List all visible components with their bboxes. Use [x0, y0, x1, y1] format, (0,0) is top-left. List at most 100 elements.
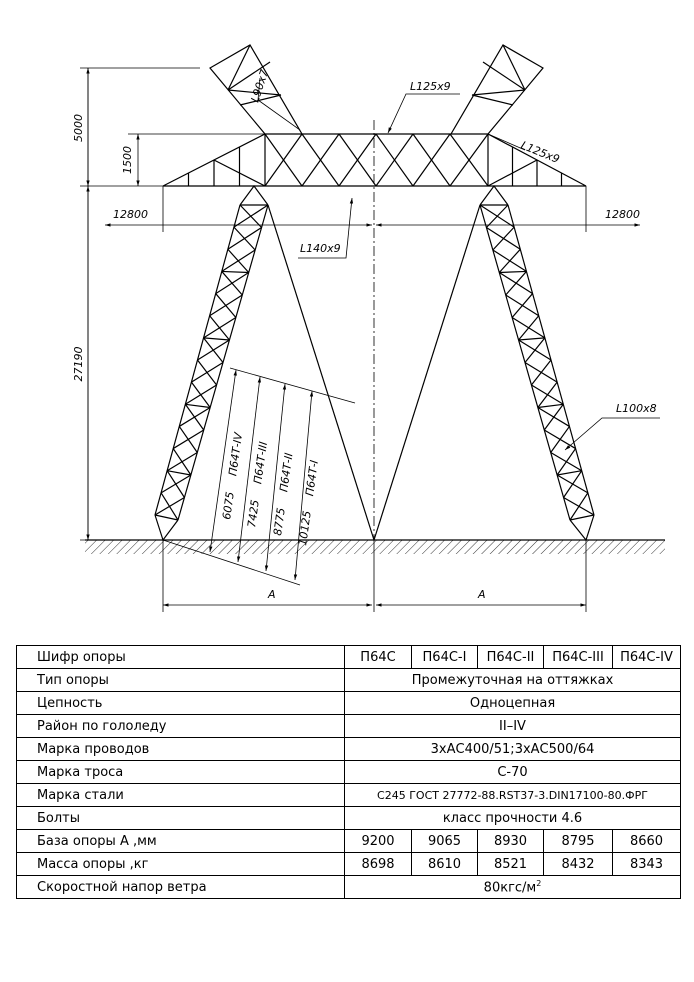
- leg-strut: [185, 403, 211, 409]
- variant-length: 8775: [271, 507, 288, 537]
- spec-value: 8930: [477, 829, 544, 853]
- guy-wire: [267, 204, 375, 541]
- leg-brace: [563, 470, 583, 498]
- spec-value: 8698: [344, 852, 412, 876]
- spec-merged-value: С-70: [344, 760, 681, 784]
- dim-height-beam: 1500: [121, 146, 134, 174]
- variant-label: 10125 П64Т-I: [296, 459, 321, 546]
- leg-strut: [518, 337, 545, 341]
- spec-merged-value: Одноцепная: [344, 691, 681, 715]
- peak-web: [239, 94, 282, 106]
- spec-merged-text: Промежуточная на оттяжках: [411, 672, 614, 688]
- leg-strut: [154, 514, 179, 521]
- spec-value: 8610: [411, 852, 478, 876]
- peak-web: [227, 61, 271, 91]
- spec-row: Район по гололеду II–IV: [16, 714, 681, 738]
- leg-brace: [191, 361, 224, 383]
- leg-strut: [499, 270, 527, 274]
- leg-brace: [550, 426, 570, 453]
- profile-top-chord: L125x9: [410, 80, 451, 93]
- spec-merged-value: класс прочности 4.6: [344, 806, 681, 830]
- leg-brace: [209, 294, 243, 317]
- crossarm-web: [487, 159, 538, 187]
- variant-code: П64Т-I: [303, 459, 321, 497]
- leg-brace: [197, 339, 230, 361]
- leg-strut: [537, 403, 564, 409]
- leg-brace: [524, 337, 546, 363]
- profile-leg: L100x8: [616, 402, 657, 415]
- crossarm-brace: [375, 133, 414, 187]
- leg-brace: [172, 429, 205, 450]
- leg-strut: [557, 470, 582, 476]
- crossarm-brace: [264, 133, 303, 187]
- leg-brace: [492, 226, 515, 251]
- leg-brace: [511, 293, 534, 318]
- tower-drawing: 5000 1500 27190 12800 12800 A A L90x7 L1…: [72, 44, 665, 612]
- crossarm-brace: [301, 133, 340, 187]
- crossarm-brace: [412, 133, 451, 187]
- crossarm-web: [213, 159, 266, 187]
- spec-merged-value: II–IV: [344, 714, 681, 738]
- spec-merged-value: С245 ГОСТ 27772-88.RST37-3.DIN17100-80.Ф…: [344, 783, 681, 807]
- spec-value: 8432: [543, 852, 613, 876]
- variant-label: 6075 П64Т-IV: [220, 430, 245, 520]
- right-peak: [450, 44, 544, 135]
- leg-brace: [543, 403, 564, 431]
- spec-label: Масса опоры ,кг: [16, 852, 345, 876]
- leg-strut: [203, 337, 230, 341]
- variant-dimensions: [162, 367, 356, 586]
- leg-strut: [569, 514, 595, 521]
- leg-brace: [537, 381, 558, 408]
- spec-label: Марка стали: [16, 783, 345, 807]
- dimension-lines: [80, 67, 660, 612]
- spec-value: 9065: [411, 829, 478, 853]
- crossarm-brace: [449, 133, 489, 187]
- spec-merged-text: С245 ГОСТ 27772-88.RST37-3.DIN17100-80.Ф…: [377, 788, 648, 802]
- spec-merged-text: класс прочности 4.6: [442, 810, 583, 826]
- left-peak: [209, 44, 303, 135]
- peak-web: [471, 94, 514, 106]
- spec-merged-text: II–IV: [499, 718, 526, 734]
- spec-label: Тип опоры: [16, 668, 345, 692]
- leg-head: [479, 184, 509, 206]
- dim-span-right: 12800: [605, 208, 640, 221]
- leg-brace: [215, 271, 250, 295]
- variant-length: 6075: [220, 491, 237, 521]
- spec-label: Район по гололеду: [16, 714, 345, 738]
- leg-brace: [518, 315, 540, 341]
- guy-wire: [373, 204, 481, 541]
- leg-brace: [160, 474, 192, 494]
- peak-web: [502, 44, 526, 91]
- spec-row: Тип опоры Промежуточная на оттяжках: [16, 668, 681, 692]
- dim-span-left: 12800: [113, 208, 148, 221]
- spec-superscript: 2: [536, 878, 542, 888]
- spec-value: 8660: [612, 829, 681, 853]
- spec-label: Скоростной напор ветра: [16, 875, 345, 899]
- variant-code: П64Т-III: [251, 441, 270, 485]
- leg-brace: [498, 248, 521, 273]
- leg-head: [239, 184, 269, 206]
- dim-height-total: 5000: [72, 114, 85, 142]
- leg-brace: [221, 249, 256, 272]
- spec-label: Марка троса: [16, 760, 345, 784]
- peak-web: [227, 89, 282, 96]
- spec-label: Шифр опоры: [16, 645, 345, 669]
- tower-structure: [154, 44, 595, 542]
- leg-brace: [485, 204, 509, 228]
- spec-label: Болты: [16, 806, 345, 830]
- spec-value: П64С-III: [543, 645, 613, 669]
- variant-code: П64Т-II: [277, 452, 295, 493]
- spec-merged-value: 80кгс/м2: [344, 875, 681, 899]
- spec-row: Болты класс прочности 4.6: [16, 806, 681, 830]
- ground-hatching: [85, 540, 665, 554]
- variant-code: П64Т-IV: [226, 430, 245, 477]
- spec-value: П64С: [344, 645, 412, 669]
- dim-base-right: A: [477, 588, 486, 601]
- spec-merged-text: Одноцепная: [469, 695, 556, 711]
